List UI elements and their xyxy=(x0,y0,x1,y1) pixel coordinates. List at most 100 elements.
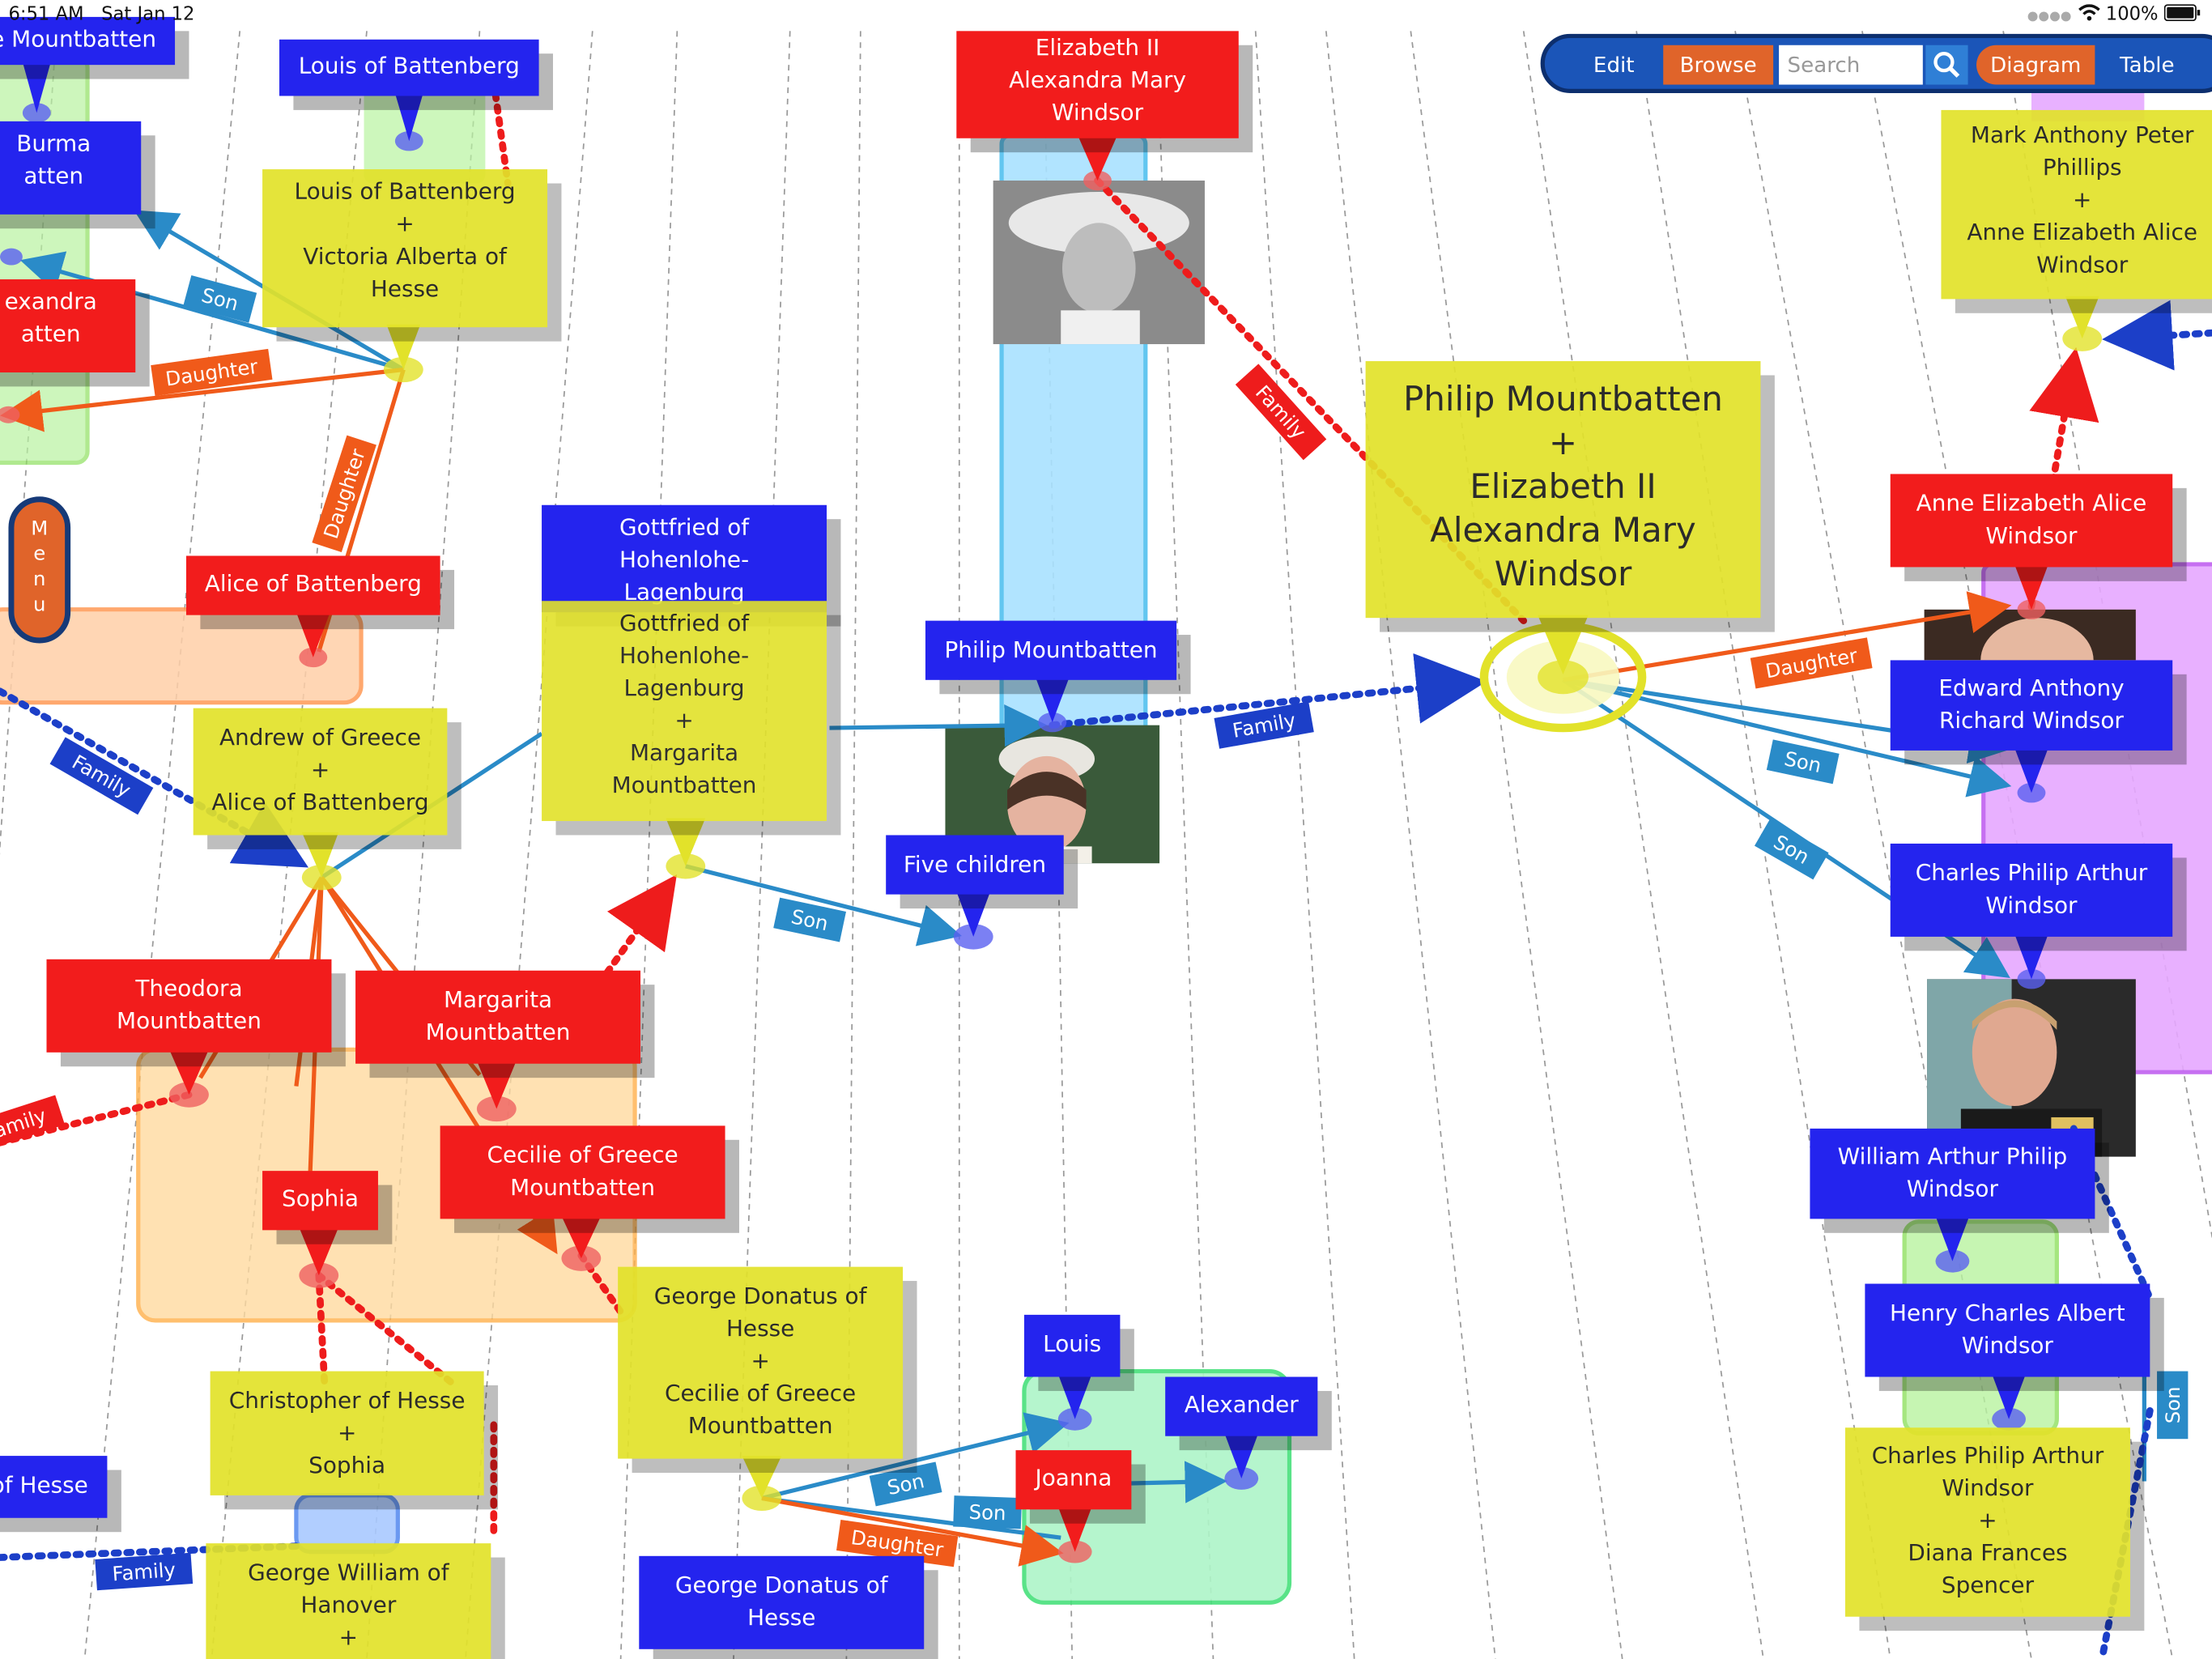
browse-button[interactable]: Browse xyxy=(1663,45,1774,85)
node-line: Windsor xyxy=(1961,1331,2053,1359)
person-node[interactable]: Louis xyxy=(1023,1314,1121,1377)
couple-node[interactable]: Andrew of Greece+Alice of Battenberg xyxy=(193,708,448,836)
person-node[interactable]: of Hesse xyxy=(0,1456,108,1518)
search-input[interactable]: Search xyxy=(1779,45,1923,85)
person-node[interactable]: Philip Mountbatten xyxy=(925,620,1177,680)
edge-label: Son xyxy=(968,1500,1006,1525)
edge-label: Family xyxy=(1231,708,1297,742)
diagram-button[interactable]: Diagram xyxy=(1976,45,2095,85)
menu-tab[interactable]: M e n u xyxy=(8,496,71,644)
node-line: Theodora xyxy=(135,974,243,1002)
node-line: Cecilie of Greece xyxy=(487,1141,678,1168)
node-line: Windsor xyxy=(2036,251,2129,279)
node-line: Spencer xyxy=(1941,1571,2035,1599)
node-line: Charles Philip Arthur xyxy=(1915,859,2148,887)
table-button[interactable]: Table xyxy=(2120,52,2175,78)
edge-label: Son xyxy=(2161,1386,2184,1423)
node-line: Lagenburg xyxy=(623,578,745,606)
node-line: Phillips xyxy=(2042,153,2122,181)
person-node[interactable]: Alice of Battenberg xyxy=(185,555,440,615)
couple-node[interactable]: Christopher of Hesse+Sophia xyxy=(210,1371,484,1495)
node-line: Windsor xyxy=(1985,521,2078,549)
status-time: 6:51 AM xyxy=(8,4,84,26)
node-line: Mountbatten xyxy=(117,1007,262,1035)
node-line: atten xyxy=(23,162,84,189)
node-line: Philip Mountbatten xyxy=(944,636,1158,663)
menu-letter: e xyxy=(33,542,46,566)
person-node[interactable]: Five children xyxy=(886,835,1064,895)
node-line: Gottfried of xyxy=(619,513,750,541)
battery-icon xyxy=(2163,4,2201,22)
elizabeth-photo xyxy=(993,181,1205,345)
status-bar: 6:51 AM Sat Jan 12 ●●●● 100% xyxy=(0,0,2212,31)
person-node[interactable]: Joanna xyxy=(1015,1450,1132,1510)
node-line: Mountbatten xyxy=(510,1173,655,1201)
node-line: Hesse xyxy=(370,274,440,302)
node-line: Alexander xyxy=(1184,1390,1299,1419)
node-line: Hesse xyxy=(747,1604,816,1631)
status-date: Sat Jan 12 xyxy=(101,4,195,26)
node-line: Hohenlohe- xyxy=(619,546,750,573)
node-line: Diana Frances xyxy=(1908,1538,2068,1567)
person-node[interactable]: Sophia xyxy=(262,1171,378,1231)
person-node[interactable]: e Mountbatten xyxy=(0,16,176,66)
node-line: Andrew of Greece xyxy=(219,723,422,751)
signal-icon: ●●●● xyxy=(2027,10,2072,24)
node-line: Christopher of Hesse xyxy=(228,1386,466,1414)
status-right: ●●●● 100% xyxy=(2027,4,2201,25)
node-line: Mountbatten xyxy=(611,772,757,799)
node-line: Louis of Battenberg xyxy=(294,177,516,205)
node-line: exandra xyxy=(4,287,97,315)
node-line: Elizabeth II xyxy=(1470,466,1657,507)
node-line: of Hesse xyxy=(0,1471,88,1499)
node-line: + xyxy=(395,210,415,237)
person-node[interactable]: Gottfried of Hohenlohe- Lagenburg xyxy=(542,504,827,613)
node-line: Sophia xyxy=(282,1185,359,1212)
person-node[interactable]: Alexander xyxy=(1165,1376,1318,1436)
edge-label: Family xyxy=(112,1558,177,1585)
node-line: Mountbatten xyxy=(687,1412,833,1440)
node-line: + xyxy=(1548,423,1578,463)
node-line: Gottfried of xyxy=(619,609,750,636)
node-line: Philip Mountbatten xyxy=(1403,379,1723,419)
node-line: Hohenlohe- xyxy=(619,641,750,669)
node-line: Cecilie of Greece xyxy=(665,1380,857,1407)
menu-letter: u xyxy=(33,593,46,617)
edit-button[interactable]: Edit xyxy=(1593,52,1635,78)
node-line: Windsor xyxy=(1051,98,1144,126)
node-line: Margarita xyxy=(443,985,553,1014)
menu-letter: M xyxy=(31,517,49,541)
node-line: Burma xyxy=(16,130,91,157)
node-line: Windsor xyxy=(1985,891,2078,919)
node-line: Margarita xyxy=(629,738,739,767)
person-node[interactable]: Burma atten xyxy=(0,121,142,215)
search-button[interactable] xyxy=(1925,45,1968,85)
node-line: + xyxy=(310,755,330,784)
status-time-date: 6:51 AM Sat Jan 12 xyxy=(8,4,194,25)
person-node[interactable]: Louis of Battenberg xyxy=(279,39,539,96)
node-line: Joanna xyxy=(1035,1464,1112,1491)
node-line: Windsor xyxy=(1942,1474,2034,1501)
node-line: Charles Philip Arthur xyxy=(1871,1441,2104,1469)
node-line: + xyxy=(751,1346,770,1375)
